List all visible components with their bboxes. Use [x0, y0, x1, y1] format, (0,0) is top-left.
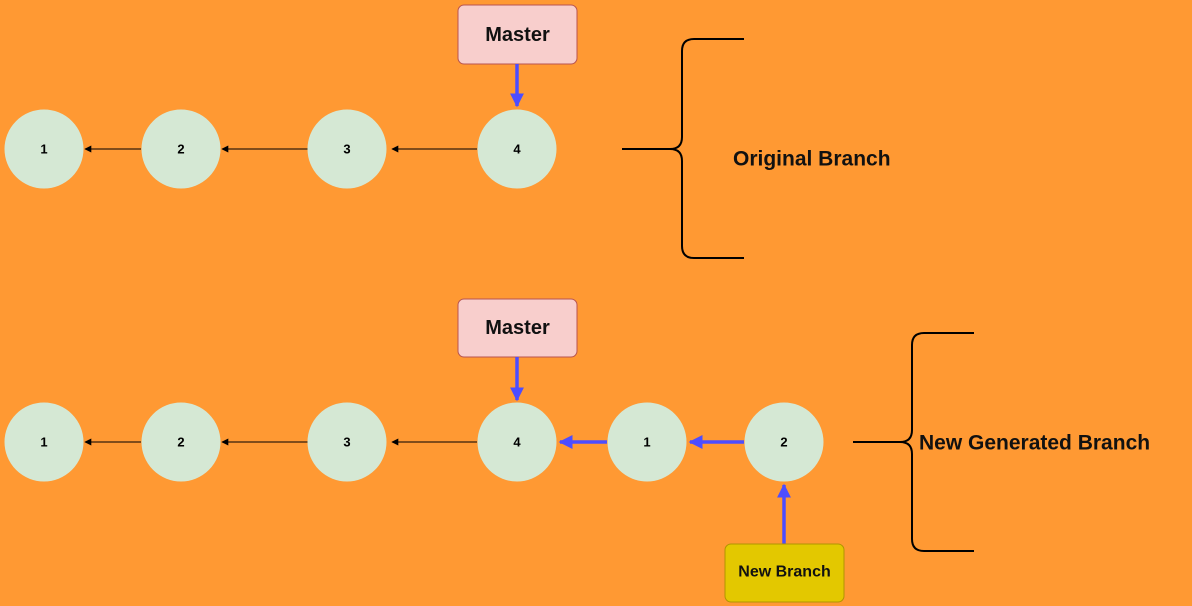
commit-node-bottom-3[interactable]: 3 [307, 402, 387, 482]
new-generated-branch-label: New Generated Branch [919, 432, 1150, 455]
commit-label: 3 [343, 142, 350, 157]
commit-label: 1 [643, 435, 650, 450]
commit-node-top-3[interactable]: 3 [307, 109, 387, 189]
commit-node-bottom-2[interactable]: 2 [141, 402, 221, 482]
commit-node-bottom-4[interactable]: 4 [477, 402, 557, 482]
commit-label: 2 [177, 435, 184, 450]
commit-label: 3 [343, 435, 350, 450]
new-commit-node-1[interactable]: 1 [607, 402, 687, 482]
commit-label: 1 [40, 435, 47, 450]
commit-label: 2 [780, 435, 787, 450]
master-box-bottom[interactable]: Master [457, 298, 578, 358]
original-branch-group: Master 1 2 3 4 Original Branch [4, 4, 891, 259]
new-commit-node-2[interactable]: 2 [744, 402, 824, 482]
new-branch-box[interactable]: New Branch [724, 543, 845, 603]
commit-node-top-4[interactable]: 4 [477, 109, 557, 189]
commit-label: 4 [513, 435, 521, 450]
commit-node-top-2[interactable]: 2 [141, 109, 221, 189]
new-branch-label: New Branch [738, 564, 830, 581]
new-branch-group: Master 1 2 3 4 1 2 [4, 298, 1150, 603]
master-box-top[interactable]: Master [457, 4, 578, 65]
commit-label: 2 [177, 142, 184, 157]
commit-node-bottom-1[interactable]: 1 [4, 402, 84, 482]
master-label-top: Master [485, 24, 550, 46]
master-label-bottom: Master [485, 317, 550, 339]
brace-new-generated [853, 332, 974, 552]
original-branch-label: Original Branch [733, 148, 891, 171]
brace-original [622, 38, 744, 259]
commit-node-top-1[interactable]: 1 [4, 109, 84, 189]
commit-label: 4 [513, 142, 521, 157]
commit-label: 1 [40, 142, 47, 157]
